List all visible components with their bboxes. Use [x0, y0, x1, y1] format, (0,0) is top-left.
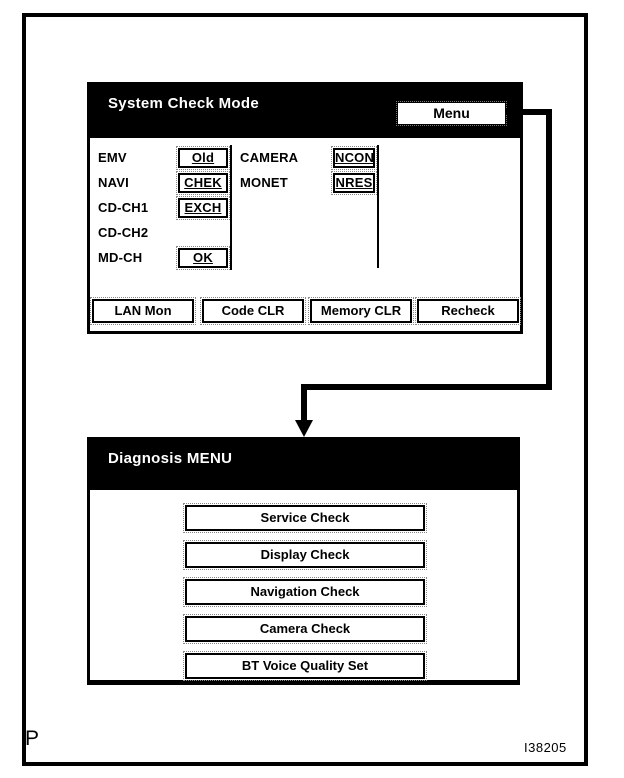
lan-mon-button[interactable]: LAN Mon — [90, 297, 196, 325]
memory-clr-button[interactable]: Memory CLR — [308, 297, 414, 325]
status-badge-md-ch: OK — [176, 246, 230, 270]
item-label-cd-ch1: CD-CH1 — [98, 200, 149, 215]
flow-connector-line — [301, 384, 307, 421]
system-check-header: System Check Mode Menu — [90, 85, 520, 138]
status-badge-cd-ch1: EXCH — [176, 196, 230, 220]
service-check-button[interactable]: Service Check — [183, 503, 427, 533]
code-clr-button[interactable]: Code CLR — [200, 297, 306, 325]
item-label-md-ch: MD-CH — [98, 250, 143, 265]
flow-connector-line — [301, 384, 552, 390]
bt-voice-quality-set-button[interactable]: BT Voice Quality Set — [183, 651, 427, 681]
item-label-cd-ch2: CD-CH2 — [98, 225, 149, 240]
display-check-button[interactable]: Display Check — [183, 540, 427, 570]
column-divider — [230, 145, 232, 270]
diagnosis-menu-header: Diagnosis MENU — [90, 440, 517, 490]
screen-title: System Check Mode — [108, 95, 259, 112]
flow-connector-line — [546, 109, 552, 390]
system-check-mode-screen: System Check Mode Menu EMV NAVI CD-CH1 C… — [87, 82, 523, 334]
flow-connector-line — [505, 109, 552, 115]
screen-title: Diagnosis MENU — [108, 450, 233, 467]
figure-id-label: I38205 — [524, 740, 567, 755]
camera-check-button[interactable]: Camera Check — [183, 614, 427, 644]
item-label-monet: MONET — [240, 175, 288, 190]
status-badge-camera: NCON — [331, 146, 377, 170]
diagnosis-menu-screen: Diagnosis MENU Service Check Display Che… — [87, 437, 520, 685]
column-divider — [377, 145, 379, 268]
status-badge-emv: Old — [176, 146, 230, 170]
item-label-emv: EMV — [98, 150, 127, 165]
item-label-camera: CAMERA — [240, 150, 299, 165]
status-badge-navi: CHEK — [176, 171, 230, 195]
page-marker: P — [25, 727, 40, 750]
arrow-down-icon — [295, 420, 313, 437]
menu-button[interactable]: Menu — [396, 101, 507, 126]
item-label-navi: NAVI — [98, 175, 129, 190]
recheck-button[interactable]: Recheck — [415, 297, 521, 325]
status-badge-monet: NRES — [331, 171, 377, 195]
navigation-check-button[interactable]: Navigation Check — [183, 577, 427, 607]
